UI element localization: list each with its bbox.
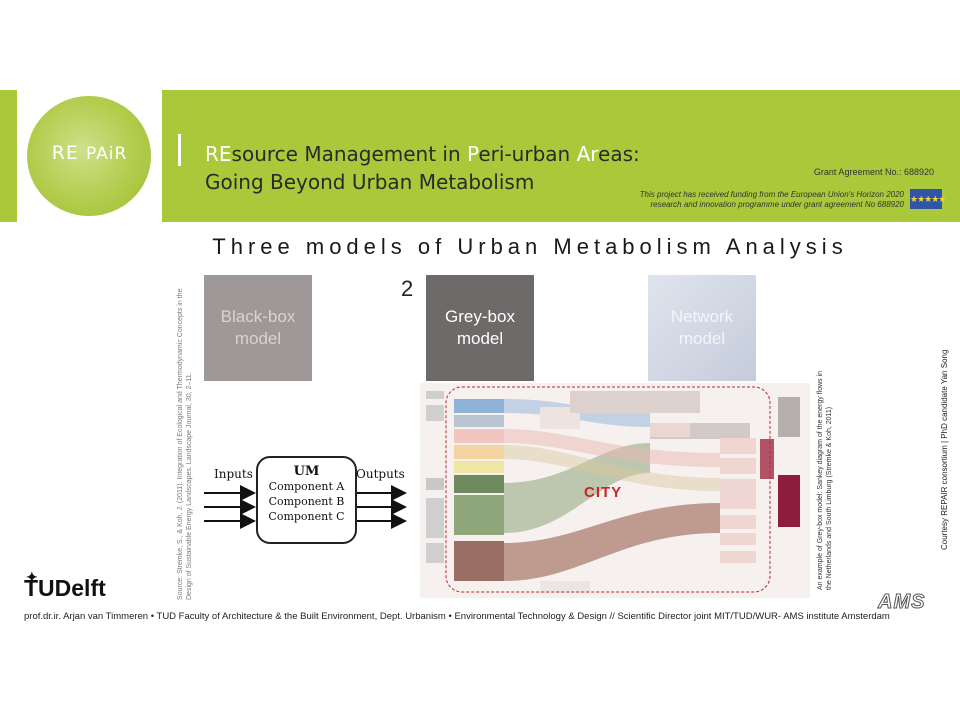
um-arrows [204, 485, 407, 529]
title-text: eas: [598, 142, 640, 166]
header-divider [178, 134, 181, 166]
title-highlight: RE [205, 142, 232, 166]
um-component-b: Component B [268, 495, 345, 508]
model-number: 2 [401, 276, 414, 301]
sankey-graphic [420, 383, 810, 598]
sankey-caption: An example of Grey-box model: Sankey dia… [816, 360, 846, 600]
um-outputs-label: Outputs [356, 467, 405, 481]
network-model: Network model [648, 275, 756, 381]
tu-delft-flame-icon: ✦ [26, 569, 38, 585]
project-title-line2: Going Beyond Urban Metabolism [205, 170, 535, 194]
um-inputs-label: Inputs [214, 467, 253, 481]
um-box: UM Component A Component B Component C [256, 456, 357, 544]
title-highlight: Ar [576, 142, 599, 166]
title-text: source Management in [231, 142, 468, 166]
network-label: Network model [670, 307, 734, 348]
funding-statement: This project has received funding from t… [564, 190, 904, 210]
source-citation-text: Source: Stremke, S., & Koh, J. (2011). I… [177, 288, 193, 600]
slide-title: Three models of Urban Metabolism Analysi… [212, 234, 848, 259]
sankey-city-label: CITY [584, 484, 623, 501]
logo-re: RE [51, 142, 79, 164]
repair-logo-circle [27, 96, 151, 216]
funding-line1: This project has received funding from t… [639, 190, 904, 199]
title-highlight: P [467, 142, 479, 166]
sankey-diagram: CITY [420, 383, 810, 598]
um-title: UM [293, 464, 320, 479]
source-citation: Source: Stremke, S., & Koh, J. (2011). I… [176, 280, 193, 600]
tu-delft-logo: ✦ TUDelft [24, 569, 106, 602]
grant-number: Grant Agreement No.: 688920 [813, 167, 934, 177]
title-text: eri-urban [478, 142, 577, 166]
ams-logo: AMS [877, 591, 926, 614]
project-title-line1: REsource Management in Peri-urban Areas: [205, 142, 640, 166]
repair-logo: RE PAiR [17, 90, 162, 222]
repair-logo-text: RE PAiR [17, 142, 162, 164]
header-banner: RE PAiR REsource Management in Peri-urba… [0, 90, 960, 222]
um-component-a: Component A [268, 480, 345, 493]
footer-credit: prof.dr.ir. Arjan van Timmeren • TUD Fac… [24, 611, 890, 622]
tu-delft-logo-text: TUDelft [24, 575, 106, 601]
courtesy-note: Courtesy REPAIR consortium | PhD candida… [940, 320, 954, 550]
um-component-c: Component C [268, 510, 345, 523]
sankey-caption-text: An example of Grey-box model: Sankey dia… [817, 370, 833, 590]
funding-line2: research and innovation programme under … [650, 200, 905, 209]
black-box-label: Black-box model [220, 307, 296, 348]
logo-pair: PAiR [85, 144, 128, 164]
um-diagram: Inputs Outputs UM Component A Component … [200, 450, 410, 550]
black-box-model: Black-box model [204, 275, 312, 381]
grey-box-label: Grey-box model [445, 307, 515, 348]
courtesy-text: Courtesy REPAIR consortium | PhD candida… [940, 349, 949, 550]
grey-box-model: Grey-box model [426, 275, 534, 381]
eu-flag-icon: ★★★★★ [910, 189, 946, 209]
